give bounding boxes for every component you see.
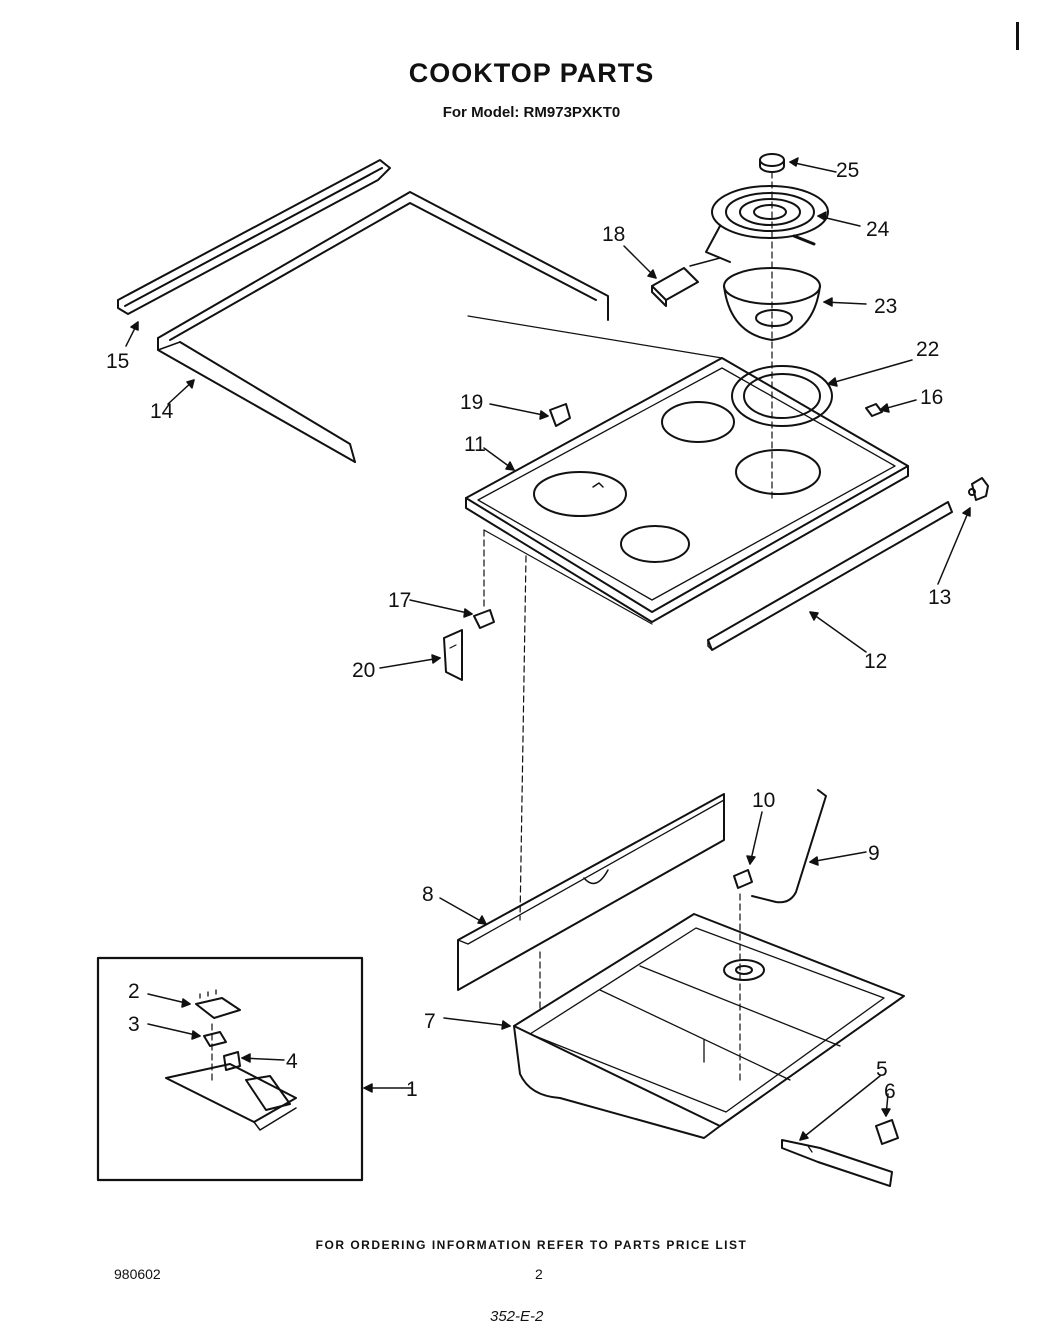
inset-box — [96, 956, 364, 1182]
page-title: COOKTOP PARTS — [408, 58, 655, 88]
callout-2: 2 — [128, 980, 140, 1003]
callout-25: 25 — [836, 159, 859, 182]
part-17-clip — [473, 609, 495, 629]
callout-24: 24 — [866, 218, 890, 241]
part-5-strip — [781, 1139, 893, 1187]
part-11-cooktop — [465, 357, 909, 625]
callout-8: 8 — [422, 883, 434, 906]
callout-17: 17 — [388, 589, 411, 612]
part-25-cap — [759, 153, 785, 173]
part-8-rear-panel — [457, 793, 725, 991]
part-2-switch — [195, 989, 241, 1019]
callout-1: 1 — [406, 1078, 418, 1101]
callout-9: 9 — [868, 842, 880, 865]
part-4-connector — [223, 1051, 241, 1071]
callout-13: 13 — [928, 586, 951, 609]
callout-22: 22 — [916, 338, 939, 361]
page-number: 2 — [535, 1266, 543, 1282]
callout-7: 7 — [424, 1010, 436, 1033]
callout-12: 12 — [864, 650, 887, 673]
part-20-bracket — [443, 629, 463, 681]
part-15-rear-trim — [117, 159, 391, 315]
callout-3: 3 — [128, 1013, 140, 1036]
document-code: 980602 — [114, 1266, 161, 1282]
part-24-surface-element — [705, 185, 829, 263]
part-12-front-trim — [707, 501, 953, 651]
alignment-lines — [211, 171, 773, 1081]
model-subtitle: For Model: RM973PXKT0 — [442, 104, 621, 121]
callout-4: 4 — [286, 1050, 298, 1073]
part-1-switch-assembly — [165, 1063, 297, 1131]
part-14-frame — [157, 191, 609, 463]
part-16-clip — [865, 403, 883, 417]
part-19-bracket — [549, 403, 571, 427]
sheet-reference: 352-E-2 — [490, 1308, 544, 1325]
callout-18: 18 — [602, 223, 625, 246]
callout-20: 20 — [352, 659, 375, 682]
callout-10: 10 — [752, 789, 775, 812]
part-6-clip — [875, 1119, 899, 1145]
callout-23: 23 — [874, 295, 897, 318]
callout-5: 5 — [876, 1058, 888, 1081]
callout-labels: 1 2 3 4 5 6 7 8 9 10 11 12 13 14 15 16 1… — [106, 159, 951, 1103]
callout-16: 16 — [920, 386, 943, 409]
callout-6: 6 — [884, 1080, 896, 1103]
callout-14: 14 — [150, 400, 174, 423]
part-9-rod — [751, 789, 827, 904]
callout-19: 19 — [460, 391, 483, 414]
callout-11: 11 — [464, 433, 486, 456]
part-18-terminal-block — [651, 257, 721, 307]
part-13-clip — [968, 477, 989, 501]
part-10-clip — [733, 869, 753, 889]
part-22-trim-ring — [731, 365, 833, 427]
ordering-note: FOR ORDERING INFORMATION REFER TO PARTS … — [315, 1238, 748, 1252]
leader-lines — [125, 157, 971, 1141]
part-3-plate — [203, 1031, 227, 1047]
corner-mark — [1016, 22, 1019, 50]
callout-15: 15 — [106, 350, 129, 373]
